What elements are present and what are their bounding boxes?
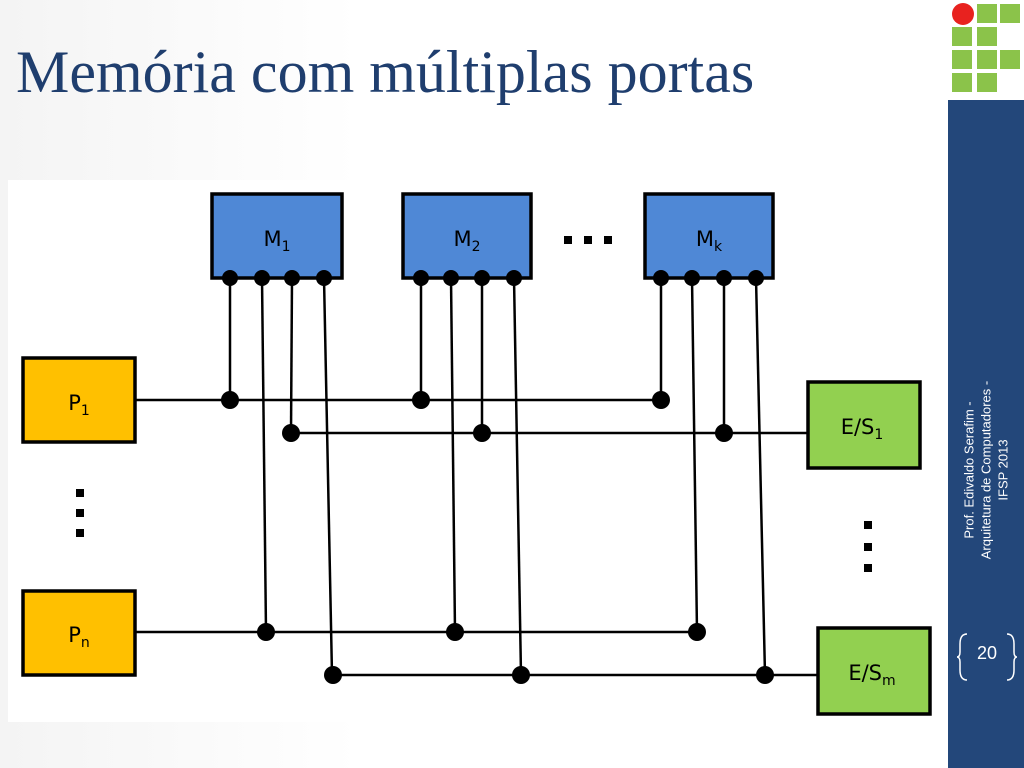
memory-module-2: M2 bbox=[401, 192, 533, 280]
footer-credits: Prof. Edivaldo Serafim - Arquitetura de … bbox=[961, 340, 1012, 600]
logo-red-dot bbox=[952, 3, 974, 25]
slide-title: Memória com múltiplas portas bbox=[16, 39, 755, 105]
svg-text:Pn: Pn bbox=[68, 623, 90, 651]
memory-module-1: M1 bbox=[210, 192, 344, 280]
memory-label-2: M bbox=[453, 227, 471, 251]
io-sub-1: 1 bbox=[874, 427, 883, 443]
page-number-frame bbox=[957, 633, 1017, 681]
processor-sub-n: n bbox=[81, 635, 90, 651]
processor-n: Pn bbox=[21, 589, 137, 677]
svg-text:E/S1: E/S1 bbox=[841, 415, 884, 443]
junction-dots bbox=[221, 391, 774, 684]
svg-text:E/Sm: E/Sm bbox=[848, 661, 895, 689]
memory-port-dots bbox=[222, 270, 764, 286]
multiport-memory-diagram: M1 M2 Mk P1 Pn bbox=[8, 180, 942, 722]
io-label-1: E/S bbox=[841, 415, 875, 439]
io-module-m: E/Sm bbox=[816, 626, 932, 716]
memory-ellipsis bbox=[564, 236, 612, 244]
processor-1: P1 bbox=[21, 356, 137, 444]
svg-text:Mk: Mk bbox=[696, 227, 723, 255]
io-sub-m: m bbox=[882, 673, 896, 689]
footer-line-1: Prof. Edivaldo Serafim - bbox=[961, 401, 977, 539]
io-ellipsis bbox=[864, 521, 872, 572]
footer-line-3: IFSP 2013 bbox=[995, 439, 1011, 501]
processor-label-n: P bbox=[68, 623, 81, 647]
footer-line-2: Arquitetura de Computadores - bbox=[978, 380, 994, 560]
processor-label-1: P bbox=[68, 391, 81, 415]
svg-text:M2: M2 bbox=[453, 227, 480, 255]
bus-wires bbox=[135, 277, 818, 677]
io-label-m: E/S bbox=[848, 661, 882, 685]
io-module-1: E/S1 bbox=[806, 380, 922, 470]
memory-sub-2: 2 bbox=[472, 239, 481, 255]
memory-label-k: M bbox=[696, 227, 714, 251]
page-number: 20 bbox=[976, 643, 998, 663]
svg-text:M1: M1 bbox=[263, 227, 290, 255]
memory-module-k: Mk bbox=[643, 192, 775, 280]
memory-sub-k: k bbox=[714, 239, 723, 255]
memory-label-1: M bbox=[263, 227, 281, 251]
processor-ellipsis bbox=[76, 489, 84, 537]
processor-sub-1: 1 bbox=[81, 403, 90, 419]
svg-text:P1: P1 bbox=[68, 391, 90, 419]
institution-logo bbox=[948, 0, 1024, 100]
memory-sub-1: 1 bbox=[282, 239, 291, 255]
